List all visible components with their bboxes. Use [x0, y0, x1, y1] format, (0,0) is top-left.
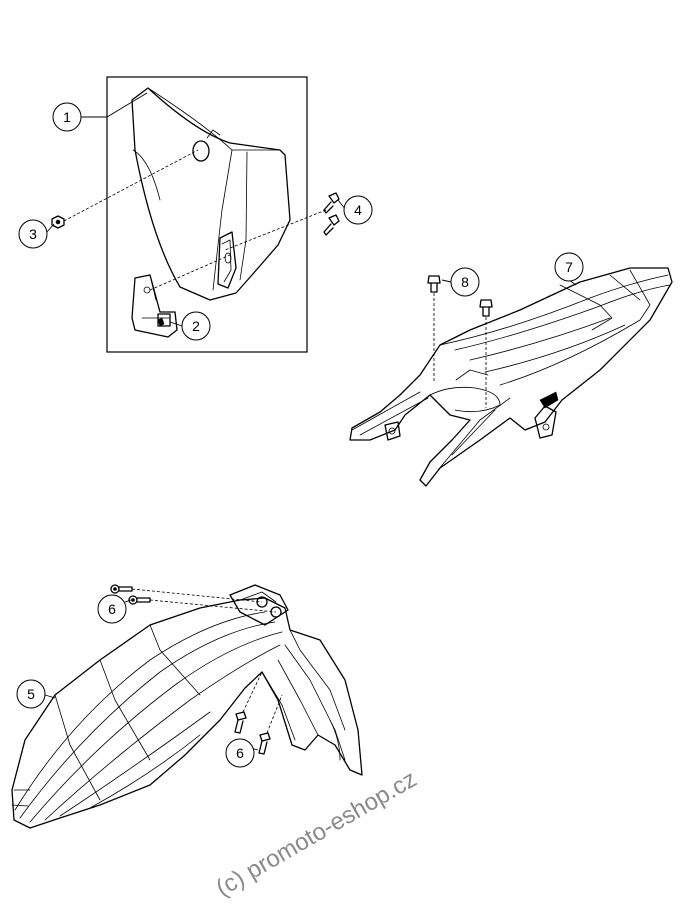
- nut-part-3: [51, 215, 65, 229]
- callout-1-label: 1: [63, 109, 71, 125]
- callout-7-label: 7: [565, 259, 573, 275]
- callout-4: 4: [343, 195, 373, 225]
- callout-6-bottom: 6: [225, 738, 255, 768]
- number-plate-group: [45, 76, 347, 353]
- callout-2: 2: [181, 311, 211, 341]
- callout-4-label: 4: [354, 202, 362, 218]
- callout-6-bottom-label: 6: [236, 745, 244, 761]
- assembly-frame: [106, 76, 308, 353]
- callout-1: 1: [52, 102, 82, 132]
- callout-6-top-label: 6: [108, 601, 116, 617]
- callout-2-label: 2: [192, 318, 200, 334]
- callout-3: 3: [18, 219, 48, 249]
- screws-part-8: [427, 275, 493, 408]
- screws-part-4: [323, 192, 340, 236]
- number-plate: [131, 87, 291, 301]
- mount-hole: [192, 140, 210, 162]
- callout-7: 7: [554, 252, 584, 282]
- rear-fender: [349, 267, 673, 487]
- bracket: [131, 274, 178, 338]
- callout-8-label: 8: [461, 274, 469, 290]
- callout-6-top: 6: [97, 594, 127, 624]
- watermark-text: (c) promoto-eshop.cz: [212, 765, 422, 902]
- callout-8: 8: [450, 267, 480, 297]
- front-fender: [11, 584, 363, 829]
- callout-5-label: 5: [27, 686, 35, 702]
- callout-3-label: 3: [29, 226, 37, 242]
- screws-part-6-top: [110, 584, 277, 613]
- callout-5: 5: [16, 679, 46, 709]
- screws-part-6-bottom: [234, 671, 283, 755]
